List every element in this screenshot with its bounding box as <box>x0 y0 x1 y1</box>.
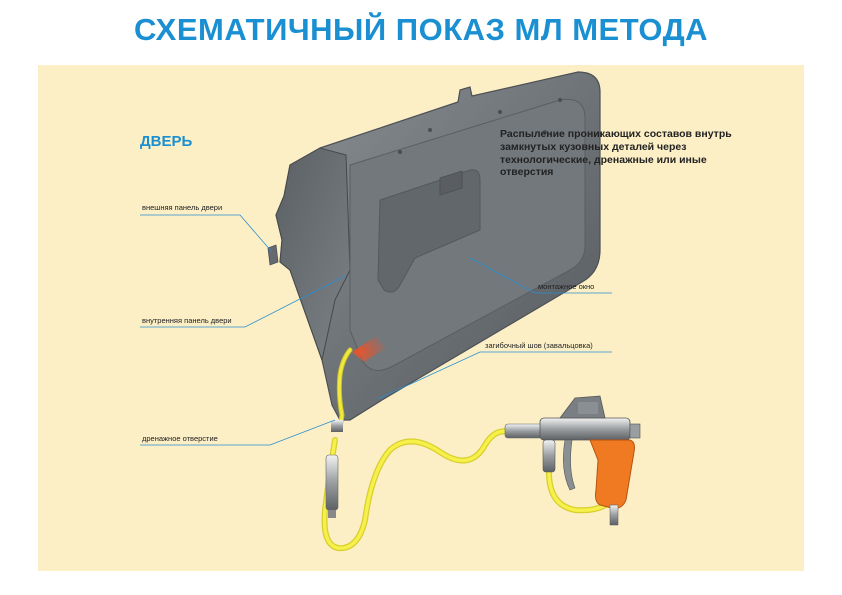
callout-hem-seam: загибочный шов (завальцовка) <box>485 341 593 350</box>
spray-cloud <box>352 336 386 362</box>
page-title: СХЕМАТИЧНЫЙ ПОКАЗ МЛ МЕТОДА <box>133 12 709 47</box>
door-label: ДВЕРЬ <box>140 133 193 150</box>
callout-outer-panel: внешняя панель двери <box>142 203 223 212</box>
callout-window-line <box>469 257 612 294</box>
callout-mounting-window: монтажное окно <box>538 282 595 291</box>
spray-gun <box>504 395 641 526</box>
callout-drain-line <box>140 419 336 446</box>
callout-seam-line <box>377 351 612 400</box>
callout-inner-panel: внутренняя панель двери <box>142 316 232 325</box>
gun-handle <box>589 439 635 509</box>
method-description: Распыление проникающих составов внутрь з… <box>500 128 732 179</box>
callout-drain-hole: дренажное отверстие <box>142 434 218 443</box>
callout-outer-panel-line <box>140 214 273 253</box>
callout-lines <box>140 214 612 446</box>
callout-inner-panel-line <box>140 275 346 328</box>
door-shape <box>267 71 601 421</box>
probe-tube <box>325 420 343 518</box>
